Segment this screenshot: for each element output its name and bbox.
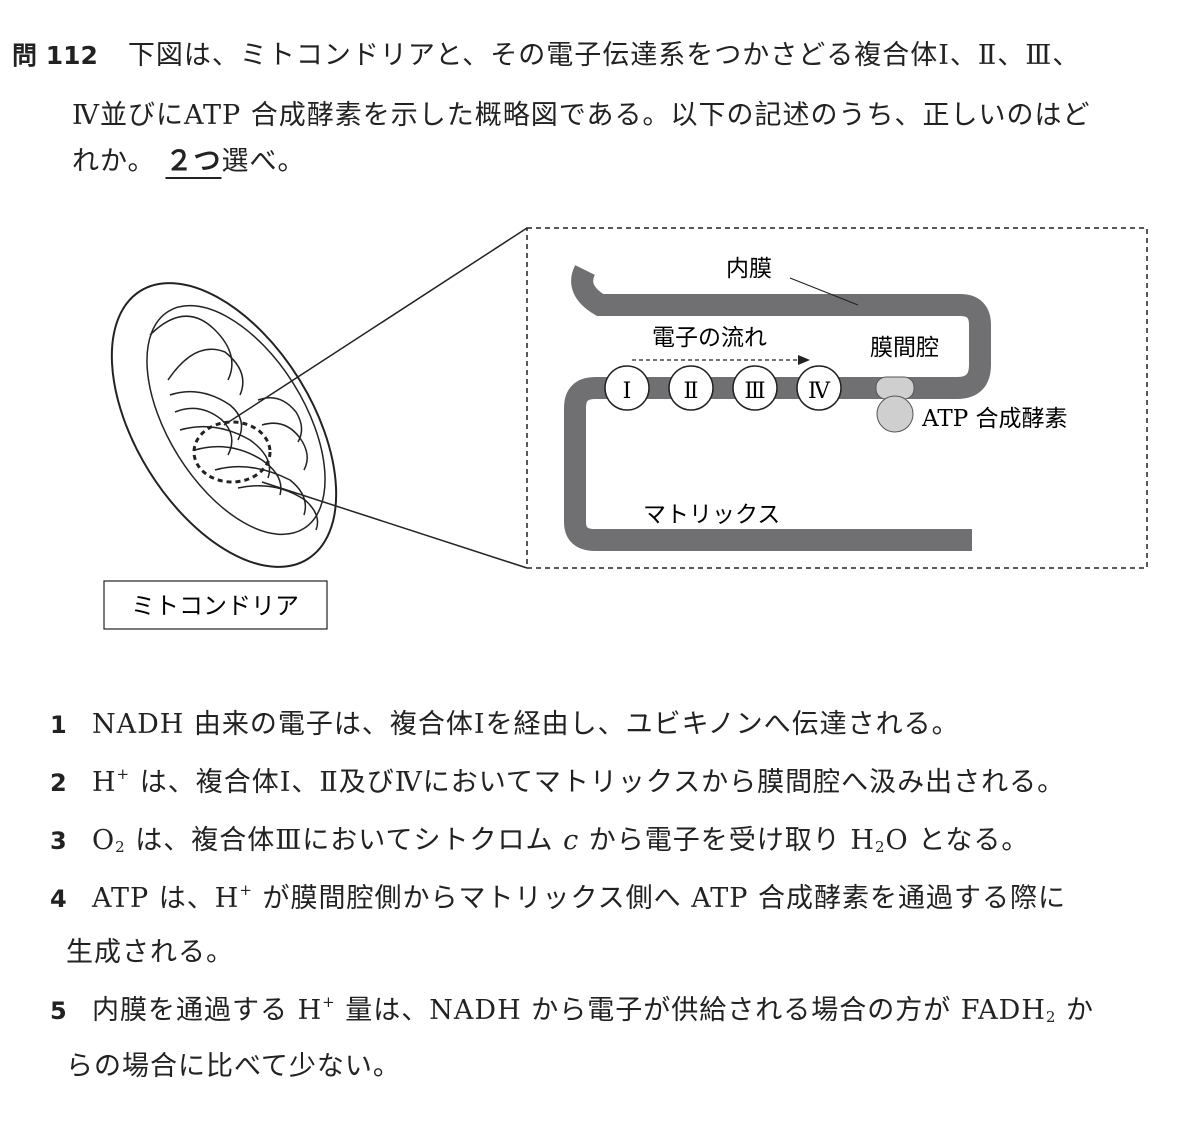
question-text-3b: 選べ。: [221, 146, 306, 177]
question-line-2: Ⅳ並びにATP 合成酵素を示した概略図である。以下の記述のうち、正しいのはど: [72, 100, 1091, 131]
option-5: 5 内膜を通過する H+ 量は、NADH から電子が供給される場合の方が FADH…: [50, 988, 1094, 1027]
question-line-3: れか。 ２つ選べ。: [72, 132, 305, 192]
complex-2-label: Ⅱ: [684, 379, 699, 404]
atp-synthase-label: ATP 合成酵素: [921, 406, 1067, 432]
option-number: 4: [50, 885, 68, 913]
question-text-1: 下図は、ミトコンドリアと、その電子伝達系をつかさどる複合体Ⅰ、Ⅱ、Ⅲ、: [127, 40, 1081, 71]
complex-1-label: Ⅰ: [623, 379, 632, 404]
option-number: 2: [50, 769, 68, 797]
mitochondria-label: ミトコンドリア: [131, 592, 299, 620]
option-text: は、複合体Ⅰ、Ⅱ及びⅣにおいてマトリックスから膜間腔へ汲み出される。: [130, 767, 1066, 798]
option-text: 量は、NADH から電子が供給される場合の方が FADH: [335, 995, 1046, 1026]
option-1: 1 NADH 由来の電子は、複合体Ⅰを経由し、ユビキノンへ伝達される。: [50, 702, 960, 741]
complex-3-label: Ⅲ: [744, 379, 765, 404]
superscript: +: [116, 765, 131, 783]
complex-3: [732, 365, 778, 411]
inner-membrane-label: 内膜: [726, 256, 772, 282]
option-text: NADH 由来の電子は、複合体Ⅰを経由し、ユビキノンへ伝達される。: [92, 709, 960, 740]
question-number: 問 112: [12, 41, 98, 70]
italic-c: c: [563, 825, 580, 856]
option-number: 5: [50, 997, 68, 1025]
option-number: 1: [50, 711, 68, 739]
option-text: から電子を受け取り H: [579, 825, 875, 856]
select-count-underlined: ２つ: [165, 146, 222, 177]
superscript: +: [239, 881, 253, 899]
subscript: 2: [1045, 1008, 1057, 1026]
superscript: +: [322, 993, 336, 1011]
electron-flow-arrowhead: [798, 355, 810, 365]
subscript: 2: [874, 838, 886, 856]
intermembrane-space-label: 膜間腔: [870, 335, 939, 361]
option-text: H: [92, 767, 117, 798]
complex-2: [668, 365, 714, 411]
option-text: O: [92, 825, 116, 856]
subscript: 2: [115, 838, 126, 856]
question-text-3a: れか。: [72, 146, 156, 177]
inner-membrane-leader: [789, 277, 859, 306]
option-text: O となる。: [885, 825, 1030, 856]
atp-synthase-icon: [875, 376, 915, 433]
electron-flow-label: 電子の流れ: [652, 325, 767, 351]
complex-4-label: Ⅳ: [808, 379, 831, 404]
mitochondria-label-box: [103, 580, 328, 630]
option-text: か: [1056, 995, 1095, 1026]
option-text: が膜間腔側からマトリックス側へ ATP 合成酵素を通過する際に: [252, 883, 1067, 914]
option-4-continuation: 生成される。: [66, 937, 234, 968]
question-line-1: 問 112 下図は、ミトコンドリアと、その電子伝達系をつかさどる複合体Ⅰ、Ⅱ、Ⅲ、: [12, 26, 1182, 86]
inner-membrane: [564, 265, 991, 551]
option-number: 3: [50, 827, 68, 855]
zoom-line-bottom: [261, 481, 528, 569]
option-text: は、複合体Ⅲにおいてシトクロム: [125, 825, 564, 856]
complex-1: [604, 365, 650, 411]
option-text: 内膜を通過する H: [92, 995, 323, 1026]
zoom-circle: [192, 420, 272, 484]
zoom-line-top: [223, 227, 528, 426]
option-5-continuation: らの場合に比べて少ない。: [66, 1051, 401, 1082]
matrix-label: マトリックス: [643, 502, 780, 528]
option-text: ATP は、H: [92, 883, 240, 914]
option-4: 4 ATP は、H+ が膜間腔側からマトリックス側へ ATP 合成酵素を通過する際…: [50, 876, 1066, 915]
complex-4: [796, 365, 842, 411]
